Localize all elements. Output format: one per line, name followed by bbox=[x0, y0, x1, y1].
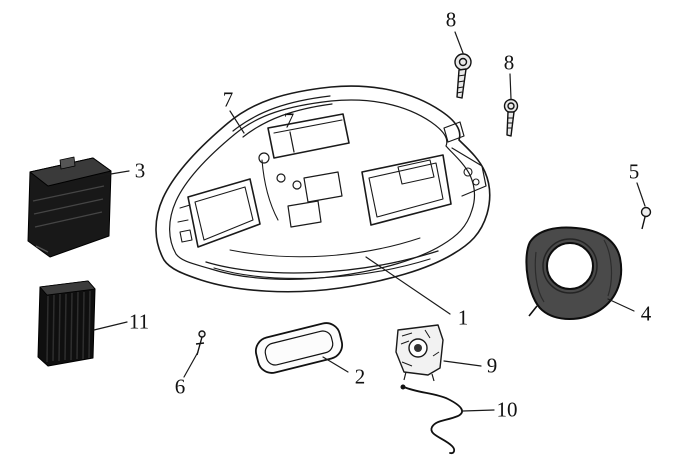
gasket-drawing bbox=[254, 322, 344, 374]
part-label-2: 2 bbox=[354, 364, 366, 389]
part-label-8-upper: 8 bbox=[445, 7, 457, 32]
part-label-7-right: 7 bbox=[283, 108, 295, 133]
round-cover-drawing bbox=[525, 226, 623, 320]
small-screw-drawing bbox=[640, 206, 652, 230]
ribbed-box-drawing bbox=[37, 280, 96, 367]
small-bolt-drawing bbox=[195, 330, 206, 356]
black-box-drawing bbox=[27, 156, 112, 258]
leader-lines bbox=[92, 31, 646, 412]
part-label-3: 3 bbox=[134, 158, 146, 183]
screw-lower-drawing bbox=[503, 98, 519, 137]
cable-drawing bbox=[400, 384, 463, 455]
part-label-6: 6 bbox=[174, 374, 186, 399]
part-label-8-lower: 8 bbox=[503, 50, 515, 75]
lock-assembly-drawing bbox=[395, 324, 444, 382]
part-label-5: 5 bbox=[628, 159, 640, 184]
storage-box-drawing bbox=[155, 85, 491, 293]
part-label-7-left: 7 bbox=[222, 87, 234, 112]
part-label-4: 4 bbox=[640, 301, 652, 326]
part-label-11: 11 bbox=[128, 309, 150, 334]
part-label-9: 9 bbox=[486, 353, 498, 378]
part-label-1: 1 bbox=[457, 305, 469, 330]
screw-upper-drawing bbox=[454, 53, 472, 99]
part-label-10: 10 bbox=[496, 397, 518, 422]
